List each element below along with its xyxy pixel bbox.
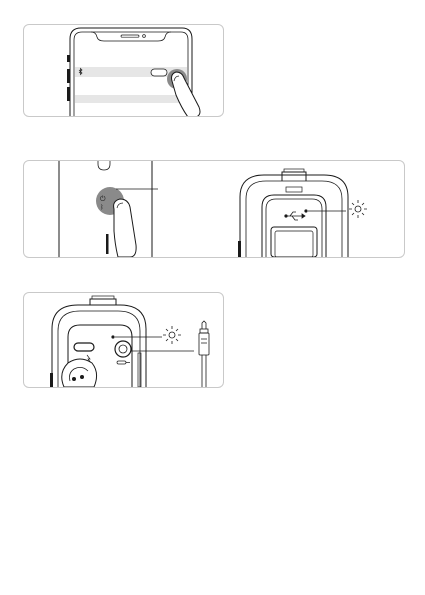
- bluetooth-toggle: [151, 69, 167, 76]
- aux-port-inner: [119, 345, 127, 353]
- side-clip: [238, 241, 241, 257]
- aux-port: [115, 341, 131, 357]
- rubber-cover: [62, 359, 97, 387]
- device-top-loop: [282, 172, 306, 181]
- device-loop: [98, 161, 110, 170]
- side-button-2: [67, 69, 70, 83]
- panel-phone-bluetooth: [23, 24, 224, 117]
- earpiece: [121, 35, 139, 37]
- settings-row: [75, 95, 187, 103]
- usb-c-port: [74, 343, 94, 351]
- indicator-led: [304, 209, 307, 212]
- side-button-3: [67, 87, 70, 101]
- device-illustration: ⏻ ᛒ: [24, 161, 404, 257]
- device-window-inner: [275, 231, 313, 257]
- light-rays-icon: [163, 326, 181, 344]
- side-button-1: [67, 55, 70, 62]
- light-rays-icon: [349, 200, 367, 218]
- side-clip: [50, 373, 53, 387]
- port-cover-outer: [262, 195, 326, 257]
- indicator-led: [111, 335, 114, 338]
- cover-grip: [72, 377, 76, 381]
- usb-icon: [285, 212, 305, 220]
- panel-device-button-press: ⏻ ᛒ: [23, 160, 405, 258]
- power-bluetooth-button-label: ⏻: [100, 195, 106, 203]
- front-camera: [143, 35, 146, 38]
- panel-aux-connection: [23, 292, 224, 388]
- device-window: [271, 227, 317, 257]
- aux-illustration: [24, 293, 223, 387]
- device-slot: [106, 234, 109, 254]
- aux-icon: [117, 361, 130, 364]
- cover-tab: [286, 187, 302, 192]
- phone-illustration: [24, 25, 223, 116]
- port-cover-inner: [266, 199, 322, 257]
- case-rail: [138, 353, 141, 387]
- phone-notch: [91, 32, 171, 41]
- bluetooth-label: ᛒ: [100, 204, 104, 211]
- device-top-loop: [90, 299, 116, 305]
- aux-cable-icon: [199, 321, 209, 387]
- cover-grip: [80, 375, 84, 379]
